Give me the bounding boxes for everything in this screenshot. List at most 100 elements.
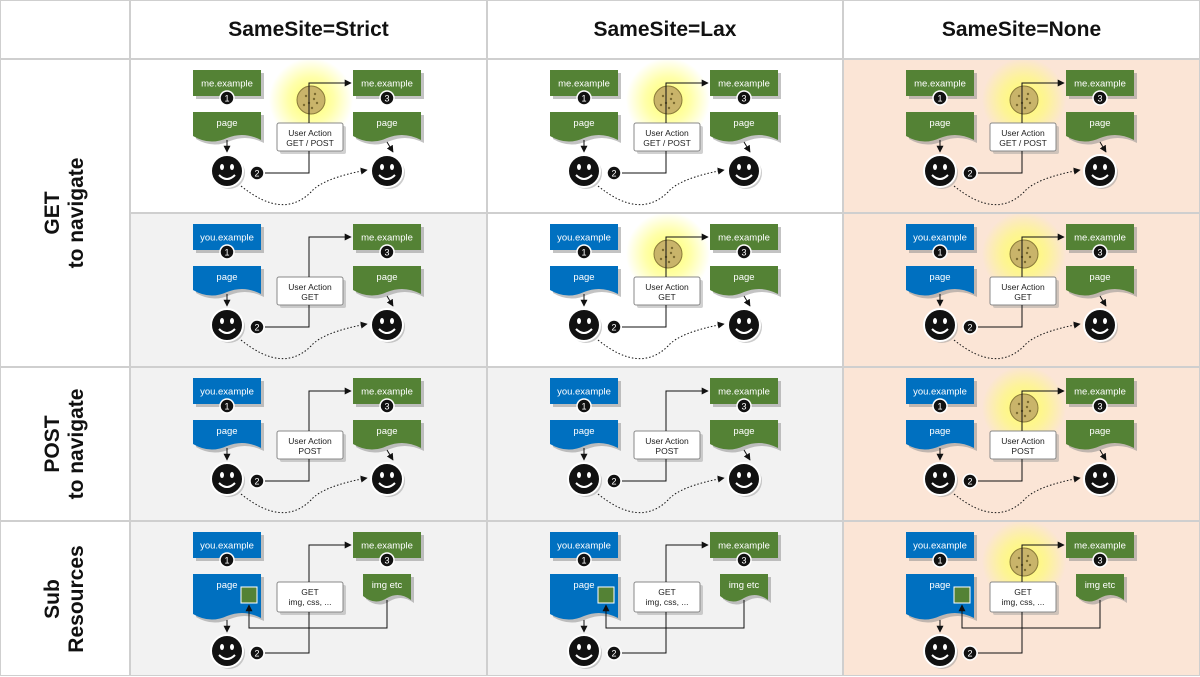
target-site-box-label: me.example [361,541,413,552]
target-user-smiley [727,308,762,343]
step-2-badge-text: 2 [611,477,616,487]
step-3-badge-text: 3 [1097,248,1102,258]
step-2-badge-text: 2 [254,477,259,487]
target-page-label: page [376,118,397,129]
target-page [353,420,421,450]
step-2-badge [249,165,265,181]
origin-page [906,112,974,142]
step-1-badge [932,398,948,414]
origin-page [550,112,618,142]
request-box-line: img, css, ... [289,597,332,607]
step-1-badge [219,552,235,568]
target-page-label: page [1089,118,1110,129]
cookie-icon [269,60,353,142]
target-page [710,266,778,296]
user-action-box [276,122,344,152]
user-smiley [923,154,958,189]
target-page-label: page [733,272,754,283]
cookie-icon [626,60,710,142]
step-3-badge [1092,244,1108,260]
target-page [353,266,421,296]
user-smiley [210,308,245,343]
step-3-badge [736,552,752,568]
origin-page [193,112,261,142]
user-smiley [210,154,245,189]
origin-site-box-label: you.example [557,541,611,552]
user-smiley [923,634,958,669]
step-2-badge [962,645,978,661]
user-action-box-line: GET / POST [286,138,334,148]
request-box [989,581,1057,613]
user-action-box-line: GET / POST [999,138,1047,148]
origin-site-box-label: you.example [200,233,254,244]
step-3-badge [1092,398,1108,414]
request-box-line: GET [1014,587,1031,597]
user-action-box-line: User Action [645,436,689,446]
origin-page-label: page [573,580,594,591]
step-2-badge [606,645,622,661]
user-smiley [210,462,245,497]
origin-site-box-label: you.example [200,387,254,398]
step-1-badge-text: 1 [224,402,229,412]
step-2-badge-text: 2 [611,169,616,179]
step-1-badge-text: 1 [224,248,229,258]
origin-site-box-label: you.example [200,541,254,552]
user-action-box [633,122,701,152]
user-smiley [923,308,958,343]
target-resource-label: img etc [1085,580,1116,591]
column-header-strict: SameSite=Strict [130,0,487,59]
origin-site-box-label: you.example [913,387,967,398]
origin-page-label: page [929,272,950,283]
embedded-resource [597,586,615,604]
origin-site-box-label: you.example [913,233,967,244]
step-3-badge-text: 3 [1097,94,1102,104]
step-2-badge [249,319,265,335]
target-site-box-label: me.example [1074,387,1126,398]
target-user-smiley [370,462,405,497]
step-3-badge [379,90,395,106]
target-site-box-label: me.example [718,387,770,398]
user-action-box-line: GET [658,292,675,302]
step-2-badge [962,473,978,489]
origin-page [906,420,974,450]
request-box-line: GET [301,587,318,597]
target-site-box-label: me.example [361,79,413,90]
origin-page-label: page [929,580,950,591]
user-smiley [567,462,602,497]
target-page [1066,112,1134,142]
step-2-badge-text: 2 [254,169,259,179]
row-header-line1: GET [41,191,64,235]
step-2-badge [962,165,978,181]
user-action-box-line: User Action [645,128,689,138]
user-action-box-line: POST [1011,446,1034,456]
user-action-box-line: GET [1014,292,1031,302]
user-smiley [567,308,602,343]
target-page [1066,266,1134,296]
user-action-box [276,276,344,306]
origin-page-label: page [216,272,237,283]
user-action-box [633,276,701,306]
user-action-box-line: User Action [1001,282,1045,292]
origin-page [906,266,974,296]
row-header-line1: Sub [41,578,64,619]
step-2-badge-text: 2 [611,323,616,333]
step-3-badge-text: 3 [384,402,389,412]
target-page-label: page [376,426,397,437]
target-user-smiley [1083,308,1118,343]
step-1-badge-text: 1 [581,402,586,412]
cookie-icon [626,214,710,296]
step-3-badge-text: 3 [741,402,746,412]
user-smiley [567,634,602,669]
row-header-line1: POST [41,415,64,473]
request-box [276,581,344,613]
step-2-badge-text: 2 [254,649,259,659]
